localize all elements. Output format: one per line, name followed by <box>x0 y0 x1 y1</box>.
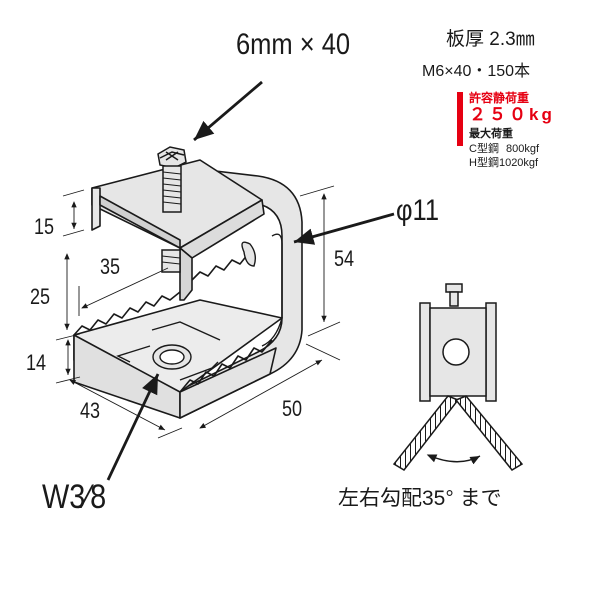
side-view-illustration <box>392 283 524 471</box>
bolt-size-callout: 6mm × 40 <box>236 28 351 61</box>
dim-overall-height: 54 <box>334 246 355 271</box>
angle-caption: 左右勾配35° まで <box>338 487 502 510</box>
allowable-load-value: ２５０kg <box>469 105 555 124</box>
max-load-row: C型鋼 800kgf <box>469 144 539 155</box>
callout-arrows <box>106 80 395 481</box>
bolt-spec: M6×40・150本 <box>422 63 531 80</box>
dim-gap-height: 25 <box>30 284 51 309</box>
steel-type: C型鋼 <box>469 143 499 155</box>
accent-bar <box>457 92 463 146</box>
dim-flange-height: 15 <box>34 214 55 239</box>
hole-slot <box>241 233 283 347</box>
hole-diameter-callout: φ11 <box>396 194 440 227</box>
bracket-body <box>73 159 303 419</box>
max-load-row: H型鋼1020kgf <box>469 158 538 169</box>
dim-length: 50 <box>282 396 303 421</box>
thread-size-callout: W3⁄8 <box>42 478 107 516</box>
dimension-lines <box>55 185 341 439</box>
base-hole <box>116 321 221 381</box>
plate-thickness: 板厚 2.3㎜ <box>446 29 535 50</box>
steel-type: H型鋼 <box>469 157 499 169</box>
load-value: 1020kgf <box>498 157 539 169</box>
load-value: 800kgf <box>506 143 540 155</box>
max-load-label: 最大荷重 <box>469 128 513 140</box>
dim-base-height: 14 <box>26 350 47 375</box>
dim-width-top: 35 <box>100 254 121 279</box>
allowable-load-label: 許容静荷重 <box>469 91 530 105</box>
dim-depth: 43 <box>80 398 101 423</box>
bolt-illustration <box>157 146 187 273</box>
